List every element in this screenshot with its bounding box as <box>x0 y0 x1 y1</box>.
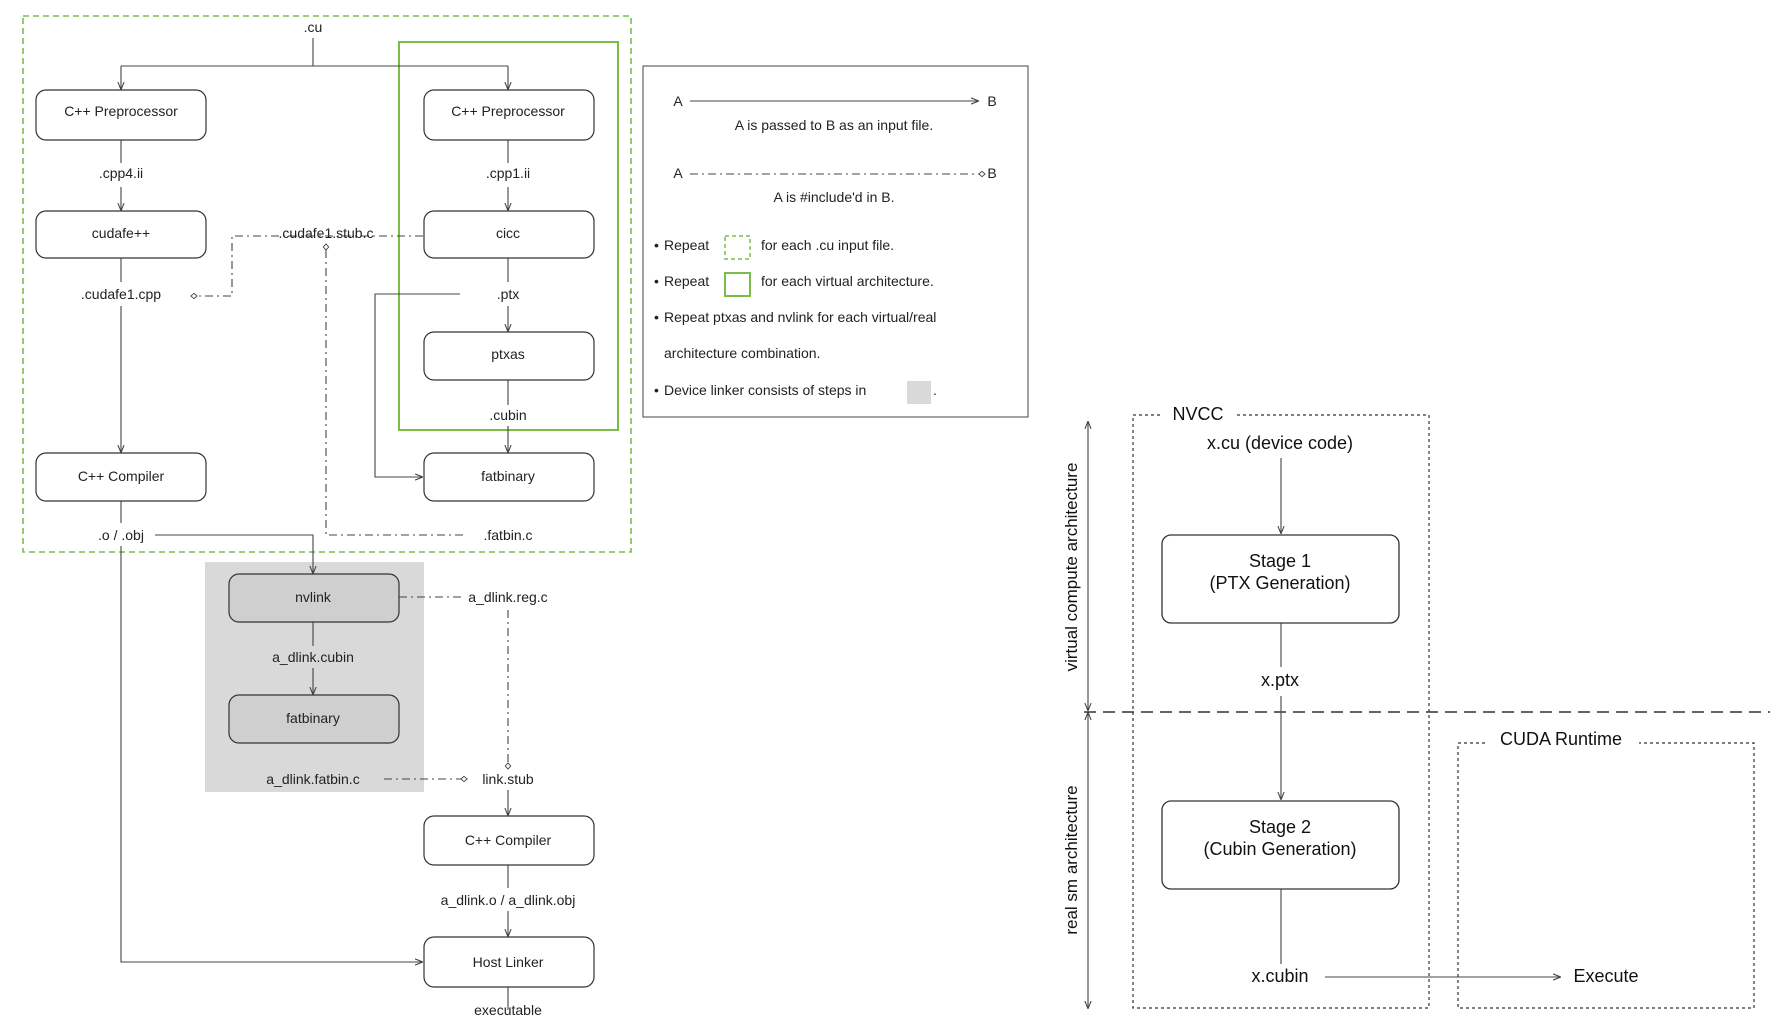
cpp-compiler-right-box <box>423 815 595 866</box>
cpp-preprocessor-right-label: C++ Preprocessor <box>451 103 565 119</box>
cubin-output-label: x.cubin <box>1251 966 1308 986</box>
virtual-axis-label: virtual compute architecture <box>1062 463 1081 672</box>
cpp4-label: .cpp4.ii <box>99 165 143 181</box>
cudafe1-stub-label: .cudafe1.stub.c <box>279 225 374 241</box>
fatbinary-bottom-box <box>228 694 400 744</box>
ptxas-box <box>423 331 595 381</box>
legend-b2: B <box>987 165 996 181</box>
cuda-runtime-container <box>1457 742 1755 1009</box>
nvcc-label: NVCC <box>1172 404 1223 424</box>
cpp-compiler-left-label: C++ Compiler <box>78 468 165 484</box>
executable-label: executable <box>474 1002 542 1018</box>
nvlink-label: nvlink <box>295 589 332 605</box>
fatbinary-bottom-label: fatbinary <box>286 710 340 726</box>
left-flow-diagram: .cu C++ Preprocessor C++ Preprocessor .c… <box>22 15 632 1018</box>
legend-box <box>642 65 1029 418</box>
legend: A B A is passed to B as an input file. A… <box>642 65 1029 418</box>
legend-device-linker-text: Device linker consists of steps in <box>664 382 866 398</box>
stage2-subtitle: (Cubin Generation) <box>1203 839 1356 859</box>
legend-dashed-green-swatch <box>724 235 751 260</box>
cu-label: .cu <box>304 19 323 35</box>
legend-a1: A <box>673 93 683 109</box>
right-stage-diagram: virtual compute architecture real sm arc… <box>1062 404 1770 1008</box>
host-linker-box <box>423 936 595 988</box>
ptx-output-label: x.ptx <box>1261 670 1299 690</box>
repeat-per-cu-region <box>22 15 632 553</box>
cpp-preprocessor-right-box <box>423 89 595 141</box>
cpp-compiler-left-box <box>35 452 207 502</box>
dlink-cubin-label: a_dlink.cubin <box>272 649 354 665</box>
fatbin-c-label: .fatbin.c <box>483 527 532 543</box>
ptxas-label: ptxas <box>491 346 524 362</box>
cpp-preprocessor-left-box <box>35 89 207 141</box>
fatbinary-top-box <box>423 452 595 502</box>
legend-solid-green-swatch <box>724 272 751 297</box>
link-stub-label: link.stub <box>482 771 534 787</box>
nvlink-box <box>228 573 400 623</box>
host-linker-label: Host Linker <box>473 954 544 970</box>
legend-bullet-1: • <box>654 237 659 253</box>
legend-bullet-3: • <box>654 309 659 325</box>
cpp1-label: .cpp1.ii <box>486 165 530 181</box>
legend-repeat1-pre: Repeat <box>664 237 709 253</box>
cicc-label: cicc <box>496 225 520 241</box>
cpp-preprocessor-left-label: C++ Preprocessor <box>64 103 178 119</box>
legend-repeat2-pre: Repeat <box>664 273 709 289</box>
dlink-fatbin-label: a_dlink.fatbin.c <box>266 771 359 787</box>
cubin-label: .cubin <box>489 407 526 423</box>
ptx-label: .ptx <box>497 286 520 302</box>
legend-period: . <box>933 382 937 398</box>
device-code-label: x.cu (device code) <box>1207 433 1353 453</box>
cicc-box <box>423 210 595 259</box>
legend-a2: A <box>673 165 683 181</box>
fatbinary-top-label: fatbinary <box>481 468 535 484</box>
legend-repeat3-line1: Repeat ptxas and nvlink for each virtual… <box>664 309 936 325</box>
execute-label: Execute <box>1573 966 1638 986</box>
legend-gray-swatch <box>907 381 931 404</box>
legend-bullet-4: • <box>654 382 659 398</box>
legend-included-text: A is #include'd in B. <box>774 189 895 205</box>
cudafe-box <box>35 210 207 259</box>
stage2-title: Stage 2 <box>1249 817 1311 837</box>
cudafe1-cpp-label: .cudafe1.cpp <box>81 286 161 302</box>
stage1-subtitle: (PTX Generation) <box>1209 573 1350 593</box>
cuda-runtime-label: CUDA Runtime <box>1500 729 1622 749</box>
dlink-reg-label: a_dlink.reg.c <box>468 589 547 605</box>
legend-bullet-2: • <box>654 273 659 289</box>
legend-repeat1-post: for each .cu input file. <box>761 237 894 253</box>
dlink-obj-label: a_dlink.o / a_dlink.obj <box>441 892 576 908</box>
real-axis-label: real sm architecture <box>1062 785 1081 934</box>
legend-repeat3-line2: architecture combination. <box>664 345 820 361</box>
legend-repeat2-post: for each virtual architecture. <box>761 273 934 289</box>
cpp-compiler-right-label: C++ Compiler <box>465 832 552 848</box>
obj-label: .o / .obj <box>98 527 144 543</box>
legend-passed-text: A is passed to B as an input file. <box>735 117 933 133</box>
nvcc-container <box>1132 414 1430 1009</box>
legend-b1: B <box>987 93 996 109</box>
stage1-title: Stage 1 <box>1249 551 1311 571</box>
cudafe-label: cudafe++ <box>92 225 150 241</box>
